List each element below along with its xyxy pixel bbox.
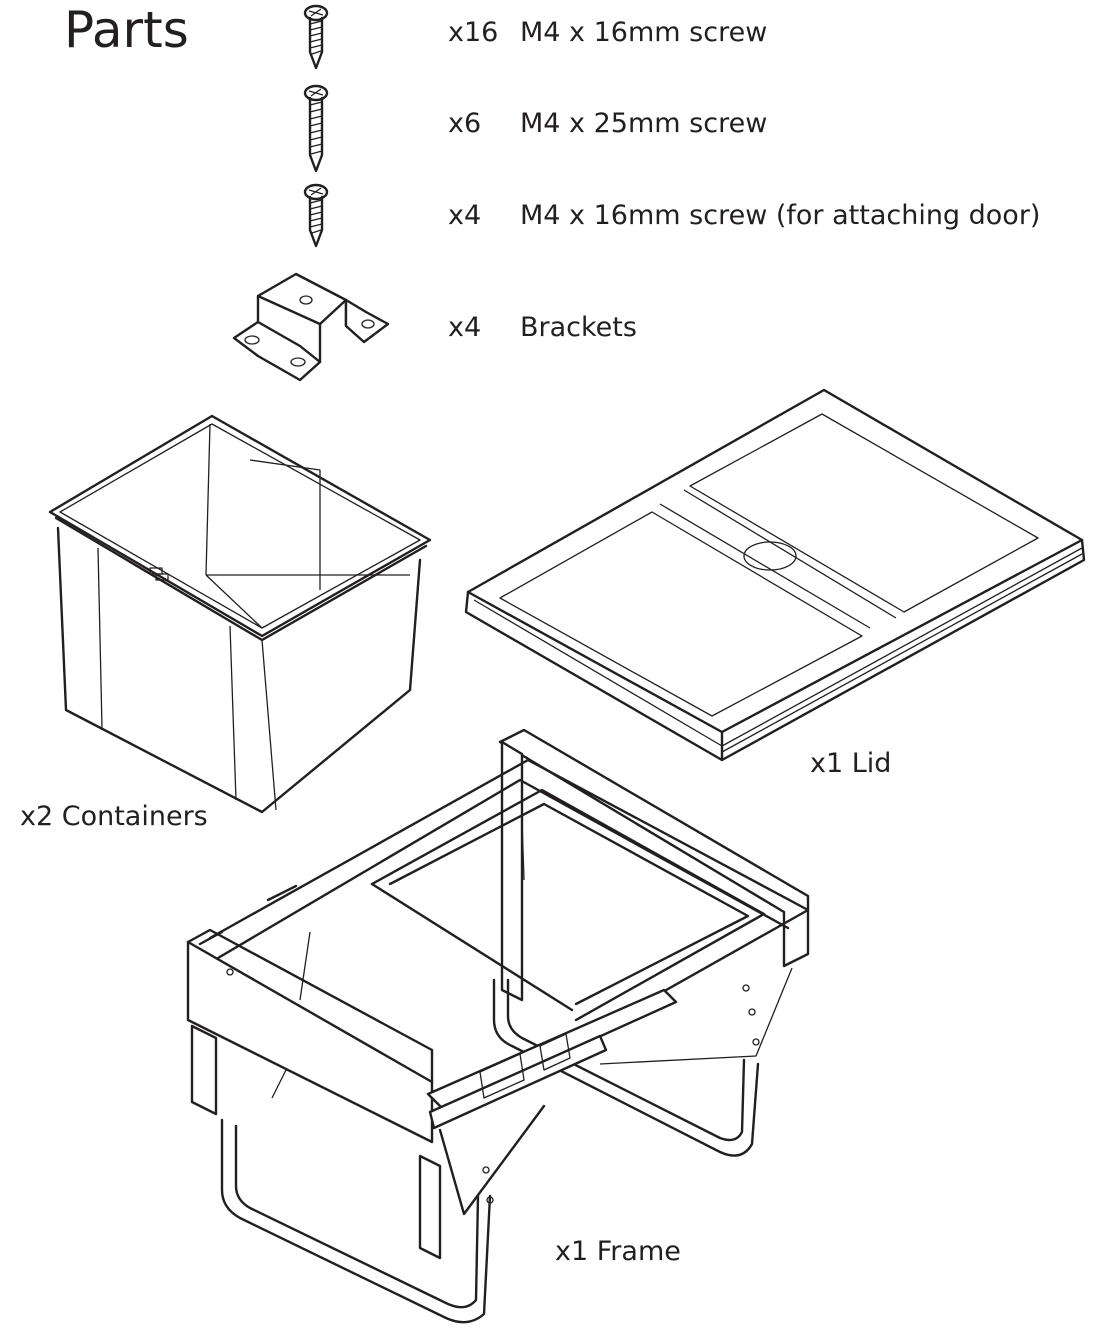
page-title: Parts — [64, 1, 189, 59]
part-desc: M4 x 16mm screw (for attaching door) — [520, 200, 1041, 231]
part-qty: x6 — [448, 108, 482, 139]
frame-label: x1 Frame — [555, 1236, 681, 1267]
part-qty: x4 — [448, 200, 482, 231]
part-desc: M4 x 25mm screw — [520, 108, 768, 139]
part-desc: M4 x 16mm screw — [520, 17, 768, 48]
lid-label: x1 Lid — [810, 748, 892, 779]
part-qty: x4 — [448, 312, 482, 343]
containers-label: x2 Containers — [20, 801, 208, 832]
part-qty: x16 — [448, 17, 499, 48]
part-desc: Brackets — [520, 312, 637, 343]
